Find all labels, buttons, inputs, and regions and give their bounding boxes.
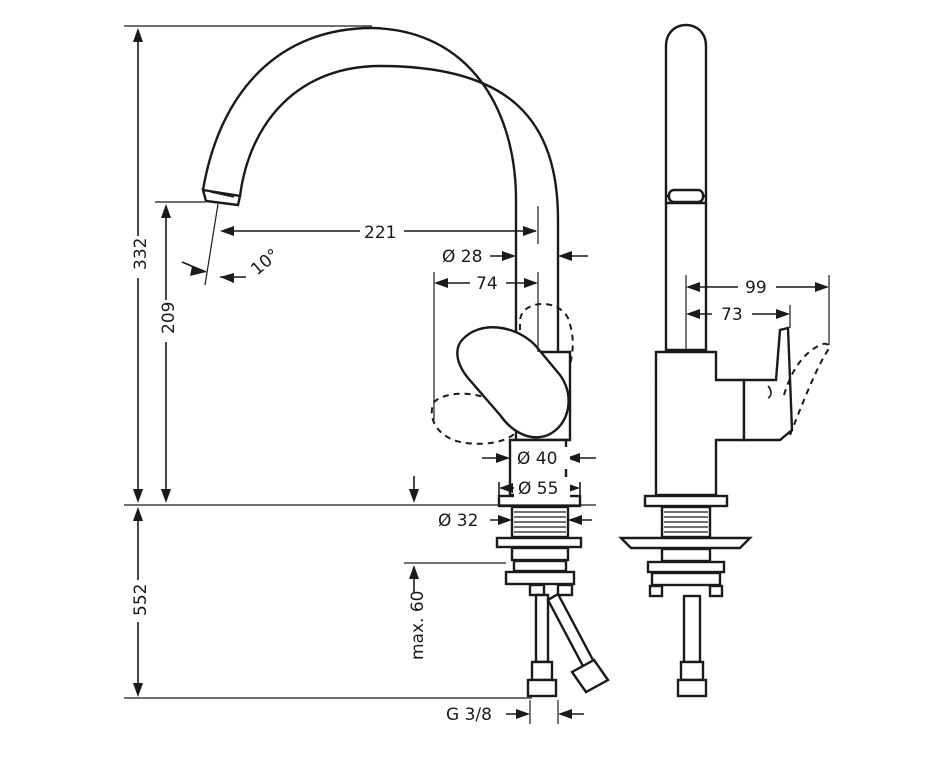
dim-reach: 221 xyxy=(364,223,396,243)
dim-connection: G 3/8 xyxy=(446,705,492,725)
side-view-faucet xyxy=(618,23,831,698)
dim-angle: 10° xyxy=(247,245,283,280)
dim-side-handle-depth: 73 xyxy=(721,305,743,325)
dim-base-diameter: Ø 55 xyxy=(518,479,558,499)
dimension-labels: 332 209 552 221 10° Ø 28 74 Ø 40 Ø 55 Ø … xyxy=(128,220,774,725)
dim-spout-height: 209 xyxy=(159,302,179,334)
dim-body-diameter: Ø 40 xyxy=(517,449,557,469)
side-thread-lines xyxy=(664,511,708,533)
dim-spout-diameter: Ø 28 xyxy=(442,247,482,267)
front-thread-lines xyxy=(514,511,566,533)
dim-hole-diameter: Ø 32 xyxy=(438,511,478,531)
dim-side-handle-swing: 99 xyxy=(745,278,767,298)
dim-below-deck: 552 xyxy=(131,584,151,616)
dim-total-height: 332 xyxy=(131,238,151,270)
dim-handle-reach: 74 xyxy=(476,274,498,294)
front-view-faucet xyxy=(201,26,610,698)
dim-max-thickness: max. 60 xyxy=(408,591,428,660)
